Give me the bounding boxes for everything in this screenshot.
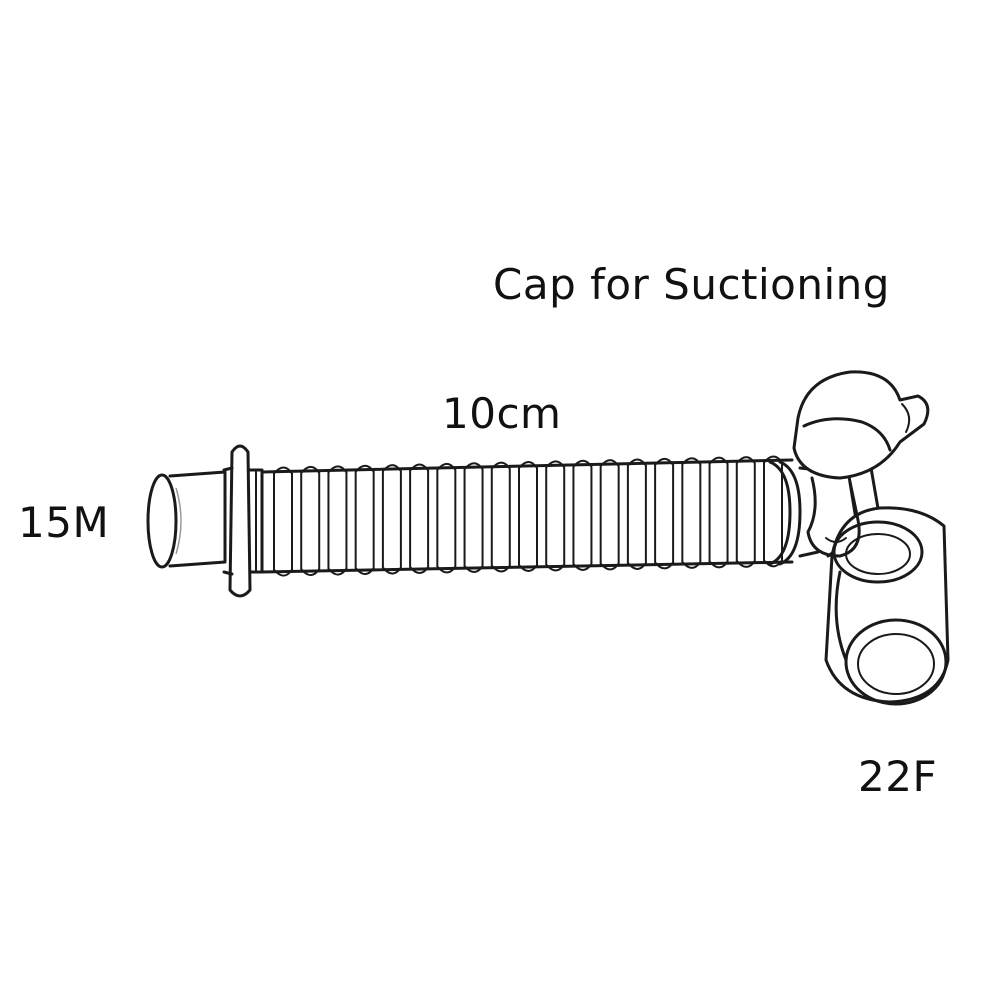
tube-rib <box>763 455 783 568</box>
tube-rib <box>735 456 756 568</box>
cap-label: Cap for Suctioning <box>493 260 890 309</box>
connector-15m <box>146 470 227 569</box>
flange <box>222 444 264 598</box>
tube-rib <box>327 465 348 576</box>
tube-rib <box>463 462 484 574</box>
elbow-connector <box>816 460 950 706</box>
tube-rib <box>300 465 321 577</box>
tube-rib <box>381 464 402 575</box>
tube-rib <box>654 457 675 570</box>
tube-rib <box>708 456 729 569</box>
tube-rib <box>599 459 620 571</box>
tube-rib <box>572 459 593 571</box>
corrugated-tube <box>260 455 794 577</box>
port-22f-label: 22F <box>858 752 938 801</box>
tube-rib <box>273 466 293 577</box>
tube-rib <box>354 464 375 576</box>
tube-rib <box>490 461 511 573</box>
tube-rib <box>545 460 566 572</box>
tube-rib <box>626 458 647 570</box>
length-label: 10cm <box>442 389 562 438</box>
port-15m-label: 15M <box>18 498 110 547</box>
tube-rib <box>436 462 457 574</box>
tube-rib <box>681 457 702 569</box>
tube-rib <box>518 461 538 572</box>
tube-rib <box>409 463 430 575</box>
suction-cap <box>792 370 930 558</box>
